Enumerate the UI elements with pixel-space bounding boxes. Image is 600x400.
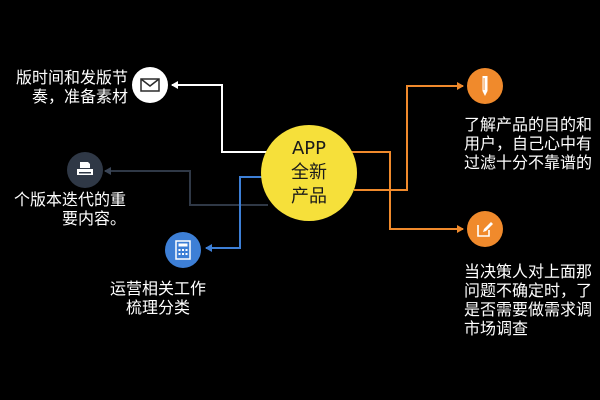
- branch-decision-line-2: 问题不确定时，了: [464, 281, 593, 300]
- branch-iteration-text: 个版本迭代的重 要内容。: [0, 190, 126, 228]
- pencil-icon: [467, 68, 503, 104]
- center-line-2: 全新: [291, 162, 327, 183]
- center-line-3: 产品: [291, 186, 327, 207]
- branch-operations-line-2: 梳理分类: [125, 298, 190, 317]
- connector-operations: [205, 176, 268, 252]
- branch-decision-text: 当决策人对上面那 问题不确定时，了 是否需要做需求调 市场调查: [464, 262, 600, 338]
- center-line-1: APP: [291, 138, 327, 159]
- branch-purpose-line-2: 用户，自己心中有: [464, 134, 593, 153]
- connector-purpose: [354, 82, 464, 191]
- printer-icon: [67, 152, 103, 188]
- branch-purpose-line-3: 过滤十分不靠谱的: [464, 153, 593, 172]
- branch-iteration-line-2: 要内容。: [61, 209, 126, 228]
- branch-iteration-line-1: 个版本迭代的重: [13, 190, 126, 209]
- connector-iteration: [104, 167, 268, 206]
- envelope-icon: [132, 67, 168, 103]
- branch-purpose-text: 了解产品的目的和 用户，自己心中有 过滤十分不靠谱的: [464, 115, 600, 172]
- branch-decision-line-1: 当决策人对上面那: [464, 262, 593, 281]
- branch-schedule-text: 版时间和发版节 奏，准备素材: [0, 68, 128, 106]
- calculator-icon: [165, 232, 201, 268]
- branch-schedule-line-2: 奏，准备素材: [31, 87, 128, 106]
- branch-operations-line-1: 运营相关工作: [109, 279, 206, 298]
- branch-purpose-line-1: 了解产品的目的和: [464, 115, 593, 134]
- connector-decision: [350, 151, 464, 233]
- branch-decision-line-3: 是否需要做需求调: [464, 300, 593, 319]
- edit-icon: [467, 211, 503, 247]
- branch-schedule-line-1: 版时间和发版节: [15, 68, 128, 87]
- center-node: APP 全新 产品: [261, 125, 357, 221]
- branch-decision-line-4: 市场调查: [464, 319, 529, 338]
- branch-operations-text: 运营相关工作 梳理分类: [98, 279, 218, 317]
- connector-schedule: [171, 81, 267, 153]
